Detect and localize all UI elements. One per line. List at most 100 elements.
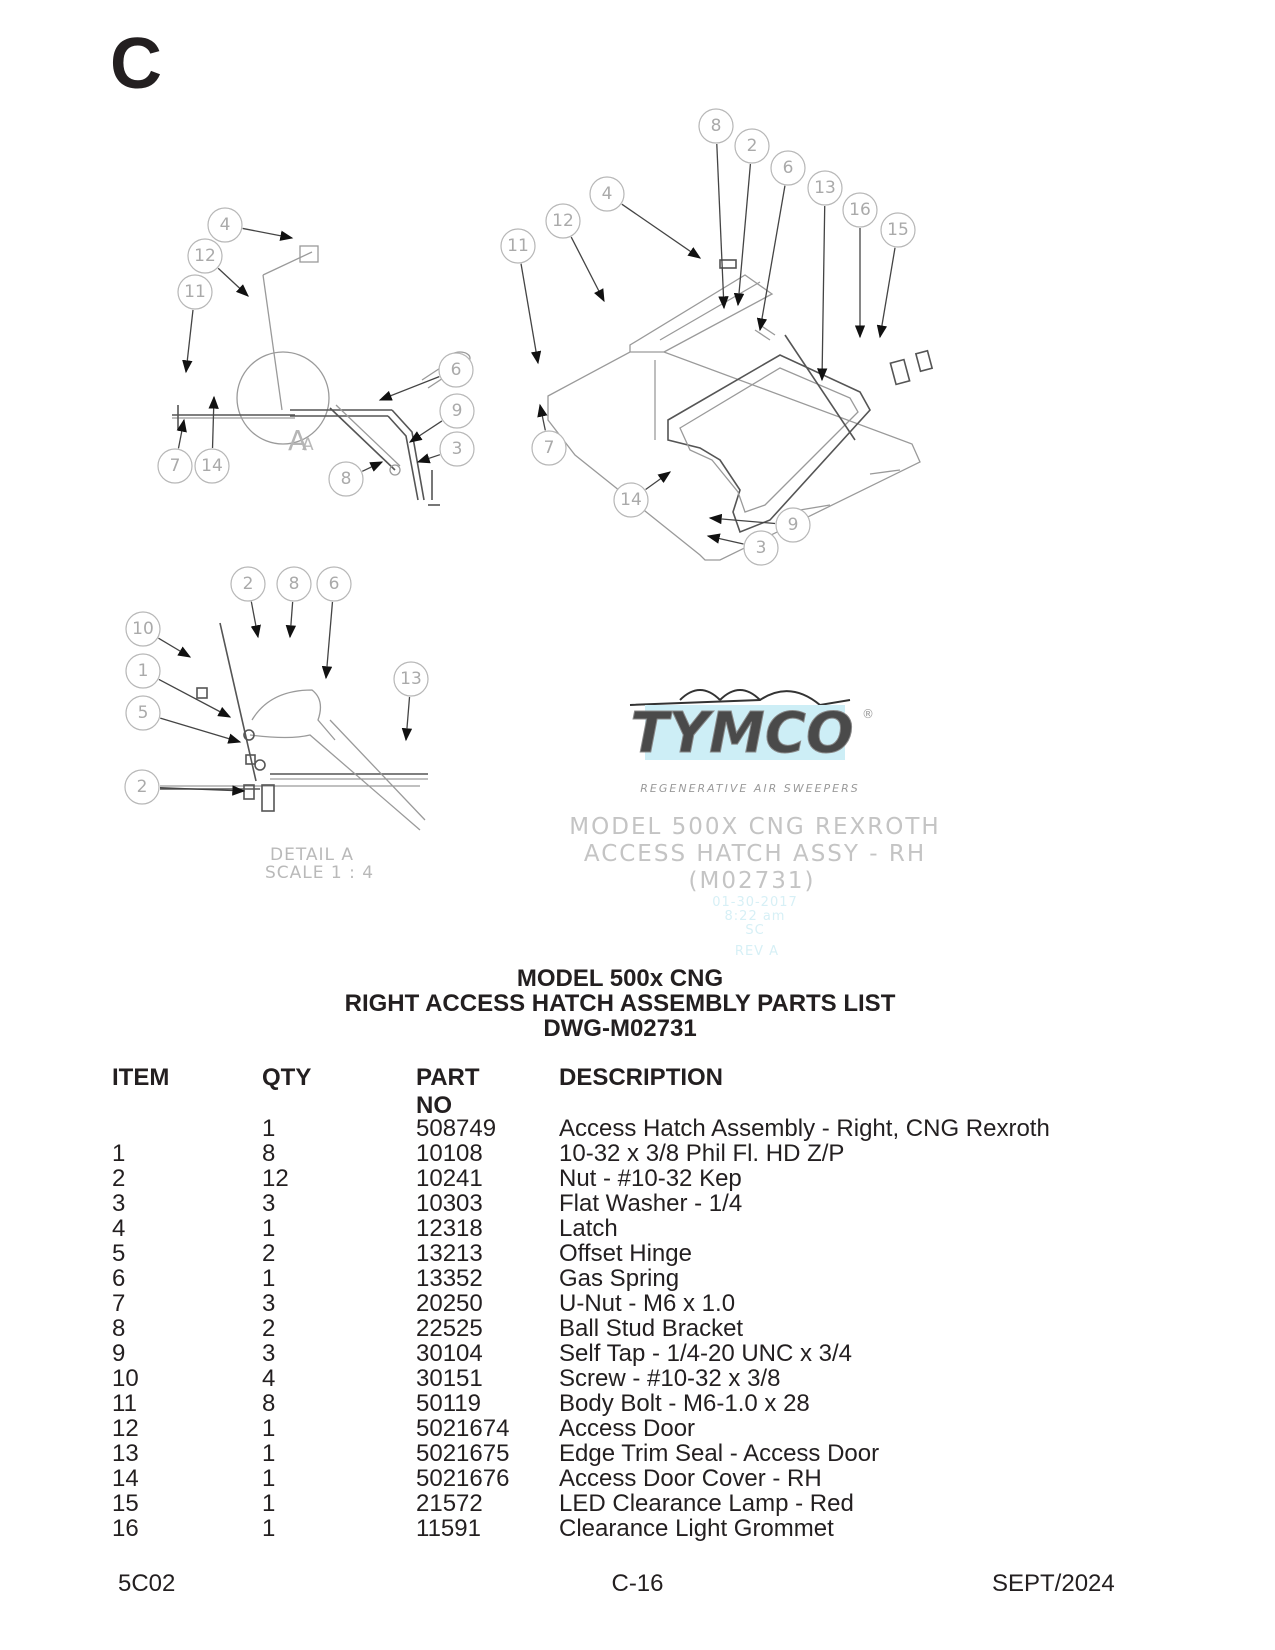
cell-qty: 4 bbox=[262, 1365, 276, 1392]
header-qty: QTY bbox=[262, 1064, 312, 1091]
callout-number: 6 bbox=[451, 360, 462, 380]
callout-bubble bbox=[439, 393, 475, 429]
cell-part-no: 30151 bbox=[416, 1365, 483, 1392]
stamp-model: MODEL 500X CNG REXROTH bbox=[569, 814, 940, 840]
callout-leader bbox=[733, 163, 752, 307]
header-item: ITEM bbox=[112, 1064, 170, 1091]
callout-bubble bbox=[613, 482, 649, 518]
callout-leader bbox=[208, 395, 219, 449]
callout-bubble bbox=[734, 128, 770, 164]
title-model: MODEL 500x CNG bbox=[516, 965, 724, 992]
callout-bubble bbox=[328, 461, 364, 497]
callout-leader bbox=[176, 418, 187, 449]
callout-leader bbox=[570, 236, 605, 303]
cell-part-no: 11591 bbox=[416, 1515, 481, 1542]
cell-description: 10-32 x 3/8 Phil Fl. HD Z/P bbox=[559, 1140, 845, 1167]
callout-number: 12 bbox=[552, 211, 574, 231]
cell-qty: 1 bbox=[262, 1115, 276, 1142]
cell-description: Latch bbox=[559, 1215, 618, 1242]
svg-text:A: A bbox=[302, 435, 315, 455]
cell-qty: 1 bbox=[262, 1515, 276, 1542]
callout-number: 7 bbox=[170, 456, 181, 476]
callout-leader bbox=[160, 717, 242, 744]
callout-leader bbox=[621, 203, 702, 259]
callout-bubble bbox=[807, 170, 843, 206]
callout-bubble bbox=[316, 566, 352, 602]
callout-leader bbox=[378, 376, 440, 401]
cell-qty: 2 bbox=[262, 1240, 276, 1267]
hatch-view bbox=[547, 259, 934, 561]
footer-section-code: 5C02 bbox=[118, 1570, 176, 1597]
logo-registered-mark: ® bbox=[862, 707, 874, 721]
cell-qty: 1 bbox=[262, 1265, 276, 1292]
linkage-view: A bbox=[172, 245, 471, 506]
callout-leader bbox=[416, 453, 441, 464]
cell-qty: 8 bbox=[262, 1390, 276, 1417]
cell-description: LED Clearance Lamp - Red bbox=[559, 1490, 854, 1517]
cell-item: 5 bbox=[112, 1240, 126, 1267]
callout-leader bbox=[520, 263, 542, 365]
cell-qty: 1 bbox=[262, 1440, 276, 1467]
callout-number: 13 bbox=[814, 178, 836, 198]
cell-qty: 12 bbox=[262, 1165, 289, 1192]
callout-leader bbox=[182, 309, 194, 374]
callout-number: 11 bbox=[184, 282, 206, 302]
stamp-date: 01-30-2017 bbox=[712, 895, 798, 910]
callout-bubble bbox=[500, 228, 536, 264]
cell-qty: 1 bbox=[262, 1490, 276, 1517]
cell-description: Nut - #10-32 Kep bbox=[559, 1165, 742, 1192]
cell-qty: 3 bbox=[262, 1290, 276, 1317]
callout-bubble bbox=[698, 108, 734, 144]
callout-bubble bbox=[589, 176, 625, 212]
callout-number: 2 bbox=[243, 574, 254, 594]
footer-page-number: C-16 bbox=[611, 1570, 664, 1597]
callout-leader bbox=[706, 533, 744, 545]
callout-bubble bbox=[125, 695, 161, 731]
cell-part-no: 5021676 bbox=[416, 1465, 510, 1492]
callout-number: 14 bbox=[620, 490, 642, 510]
callout-number: 4 bbox=[602, 184, 613, 204]
callout-bubble bbox=[545, 203, 581, 239]
cell-item: 14 bbox=[112, 1465, 139, 1492]
callout-bubble bbox=[207, 207, 243, 243]
cell-description: Body Bolt - M6-1.0 x 28 bbox=[559, 1390, 810, 1417]
cell-description: Flat Washer - 1/4 bbox=[559, 1190, 743, 1217]
callout-number: 5 bbox=[138, 703, 149, 723]
callout-number: 6 bbox=[783, 158, 794, 178]
callout-bubble bbox=[194, 448, 230, 484]
cell-part-no: 13213 bbox=[416, 1240, 483, 1267]
cell-item: 16 bbox=[112, 1515, 139, 1542]
callout-number: 2 bbox=[137, 777, 148, 797]
callout-number: 3 bbox=[756, 538, 767, 558]
header-part-no: PART NO bbox=[416, 1064, 480, 1119]
cell-qty: 8 bbox=[262, 1140, 276, 1167]
cell-part-no: 5021675 bbox=[416, 1440, 510, 1467]
cell-item: 3 bbox=[112, 1190, 126, 1217]
cell-part-no: 10241 bbox=[416, 1165, 483, 1192]
cell-part-no: 22525 bbox=[416, 1315, 483, 1342]
callout-bubble bbox=[531, 430, 567, 466]
callout-leader bbox=[158, 637, 192, 658]
callout-leader bbox=[876, 247, 896, 339]
cell-item: 8 bbox=[112, 1315, 126, 1342]
cell-part-no: 10108 bbox=[416, 1140, 483, 1167]
logo-wordmark: TYMCO bbox=[630, 701, 853, 766]
cell-item: 2 bbox=[112, 1165, 126, 1192]
callout-leader bbox=[159, 785, 246, 796]
cell-part-no: 21572 bbox=[416, 1490, 483, 1517]
callout-bubble bbox=[125, 611, 161, 647]
cell-part-no: 5021674 bbox=[416, 1415, 510, 1442]
callout-bubble bbox=[177, 274, 213, 310]
parts-list-title: MODEL 500x CNG RIGHT ACCESS HATCH ASSEMB… bbox=[0, 966, 1240, 1041]
callout-leader bbox=[408, 420, 443, 443]
cell-item: 4 bbox=[112, 1215, 126, 1242]
cell-description: Access Hatch Assembly - Right, CNG Rexro… bbox=[559, 1115, 1050, 1142]
callout-leader bbox=[645, 471, 672, 491]
stamp-drawing-no: (M02731) bbox=[689, 868, 816, 894]
detail-a-view: DETAIL A SCALE 1 : 4 bbox=[160, 622, 428, 883]
cell-description: U-Nut - M6 x 1.0 bbox=[559, 1290, 736, 1317]
cell-description: Gas Spring bbox=[559, 1265, 680, 1292]
cell-part-no: 508749 bbox=[416, 1115, 497, 1142]
cell-item: 12 bbox=[112, 1415, 139, 1442]
